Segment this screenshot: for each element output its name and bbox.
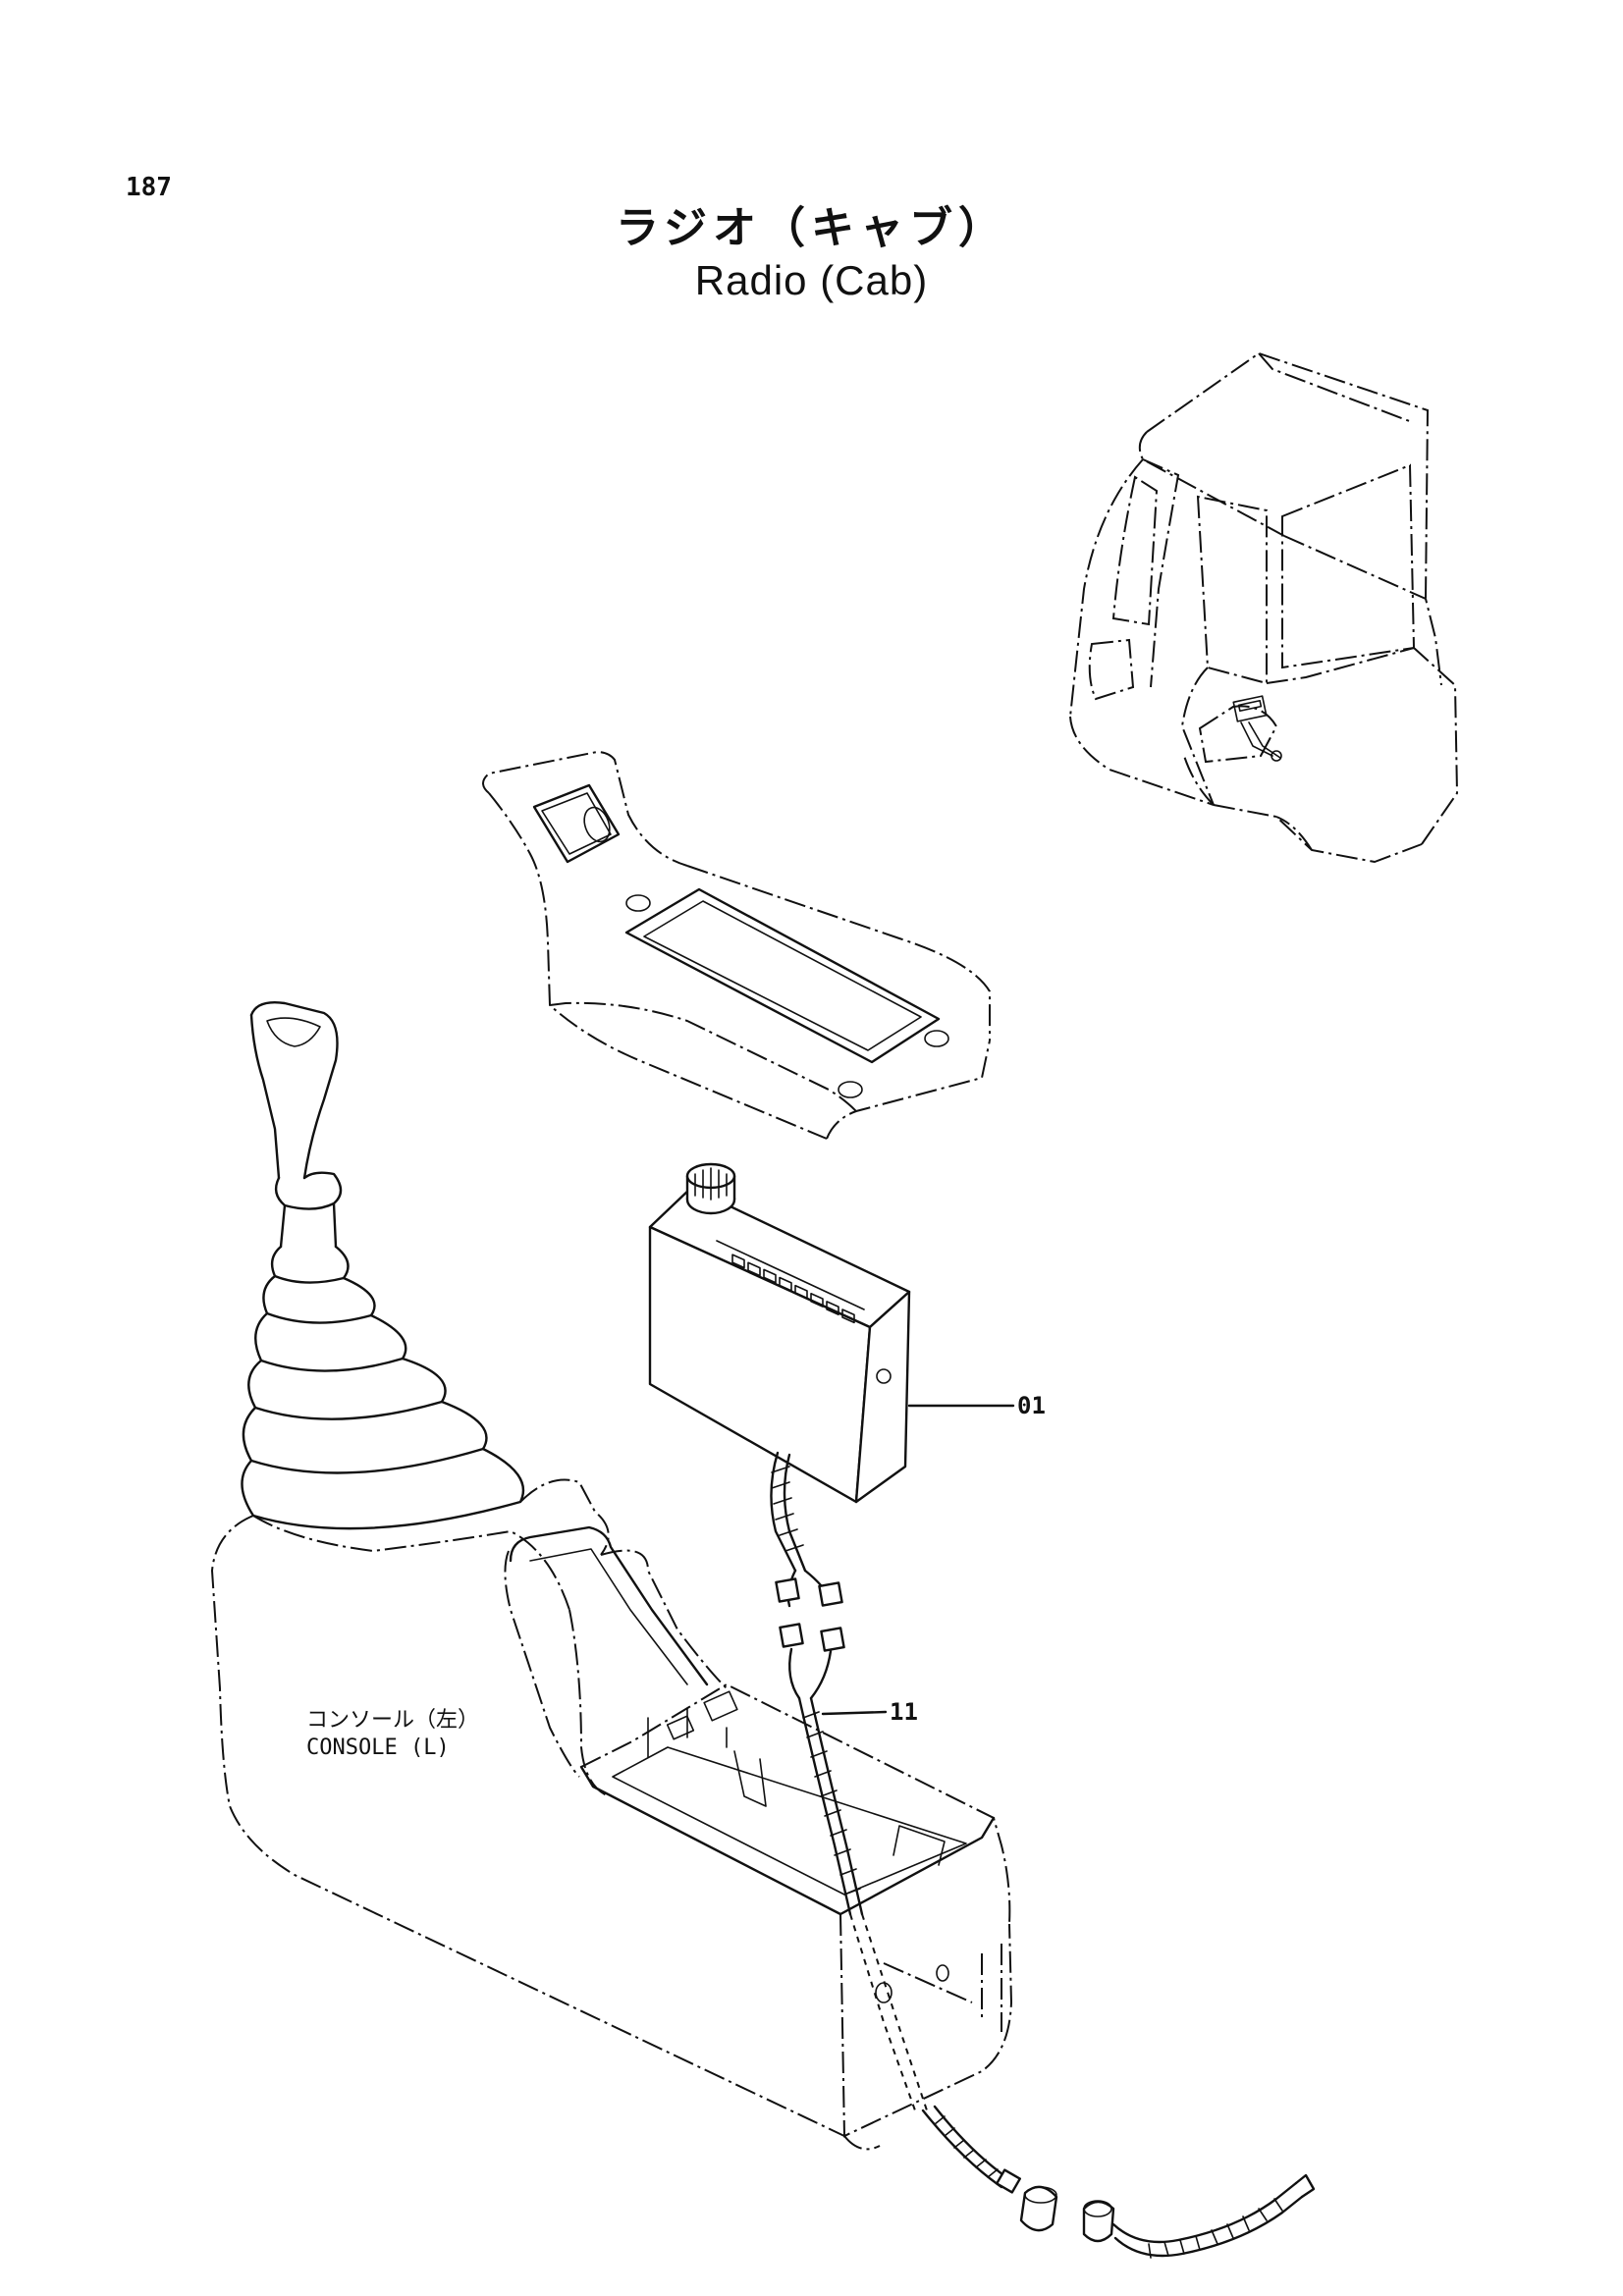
wire-harness-illustration [771, 1453, 1314, 2258]
page-number: 187 [126, 173, 172, 202]
callout-part-11: 11 [890, 1698, 918, 1726]
page-title-english: Radio (Cab) [694, 257, 929, 303]
radio-bracket-illustration [483, 752, 990, 1139]
cab-overview-illustration [1070, 353, 1457, 862]
console-left-illustration [212, 1002, 1011, 2149]
callout-11-leader [823, 1712, 886, 1714]
console-label-japanese: コンソール（左） [306, 1708, 480, 1733]
page-title-japanese: ラジオ（キャブ） [615, 203, 1008, 253]
console-label-english: CONSOLE (L) [306, 1735, 450, 1760]
callout-part-01: 01 [1017, 1392, 1046, 1419]
radio-unit-illustration [650, 1164, 909, 1502]
